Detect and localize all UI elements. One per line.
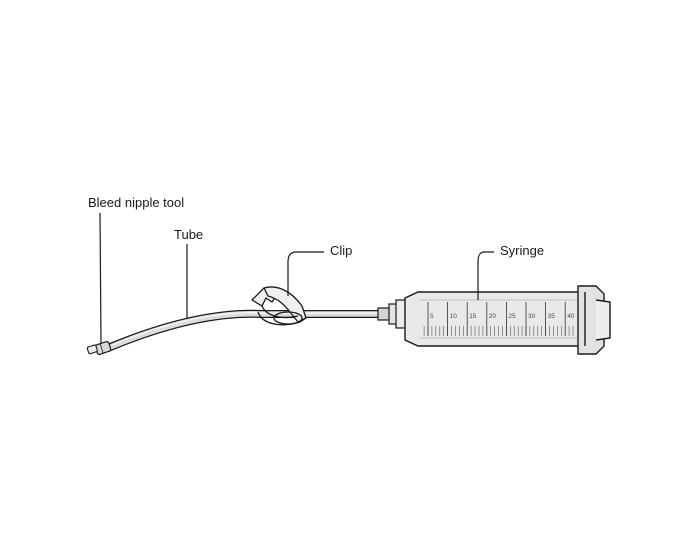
- tube-hose-highlight: [111, 312, 385, 346]
- leader-lines: [99, 212, 494, 344]
- label-clip: Clip: [330, 243, 353, 258]
- bleed-nipple-tool-shape: [86, 341, 112, 355]
- label-bleed-nipple-tool: Bleed nipple tool: [88, 195, 185, 210]
- scale-label: 35: [548, 313, 556, 320]
- scale-label: 40: [567, 313, 575, 320]
- scale-label: 10: [450, 313, 458, 320]
- syringe-connector: [377, 299, 407, 329]
- scale-label: 30: [528, 313, 536, 320]
- label-tube: Tube: [174, 227, 204, 242]
- scale-label: 5: [430, 313, 434, 320]
- syringe-plunger: [577, 285, 611, 355]
- clip-shape: [251, 286, 307, 326]
- scale-label: 20: [489, 313, 497, 320]
- leader-clip: [287, 251, 324, 296]
- leader-bleed-nipple-tool: [99, 212, 102, 344]
- label-syringe: Syringe: [500, 243, 545, 258]
- syringe-barrel: 5 10 15 20 25 30 35 40: [404, 291, 586, 347]
- tube-hose-inner: [105, 311, 388, 351]
- scale-label: 25: [508, 313, 516, 320]
- scale-label: 15: [469, 313, 477, 320]
- leader-syringe: [477, 251, 494, 300]
